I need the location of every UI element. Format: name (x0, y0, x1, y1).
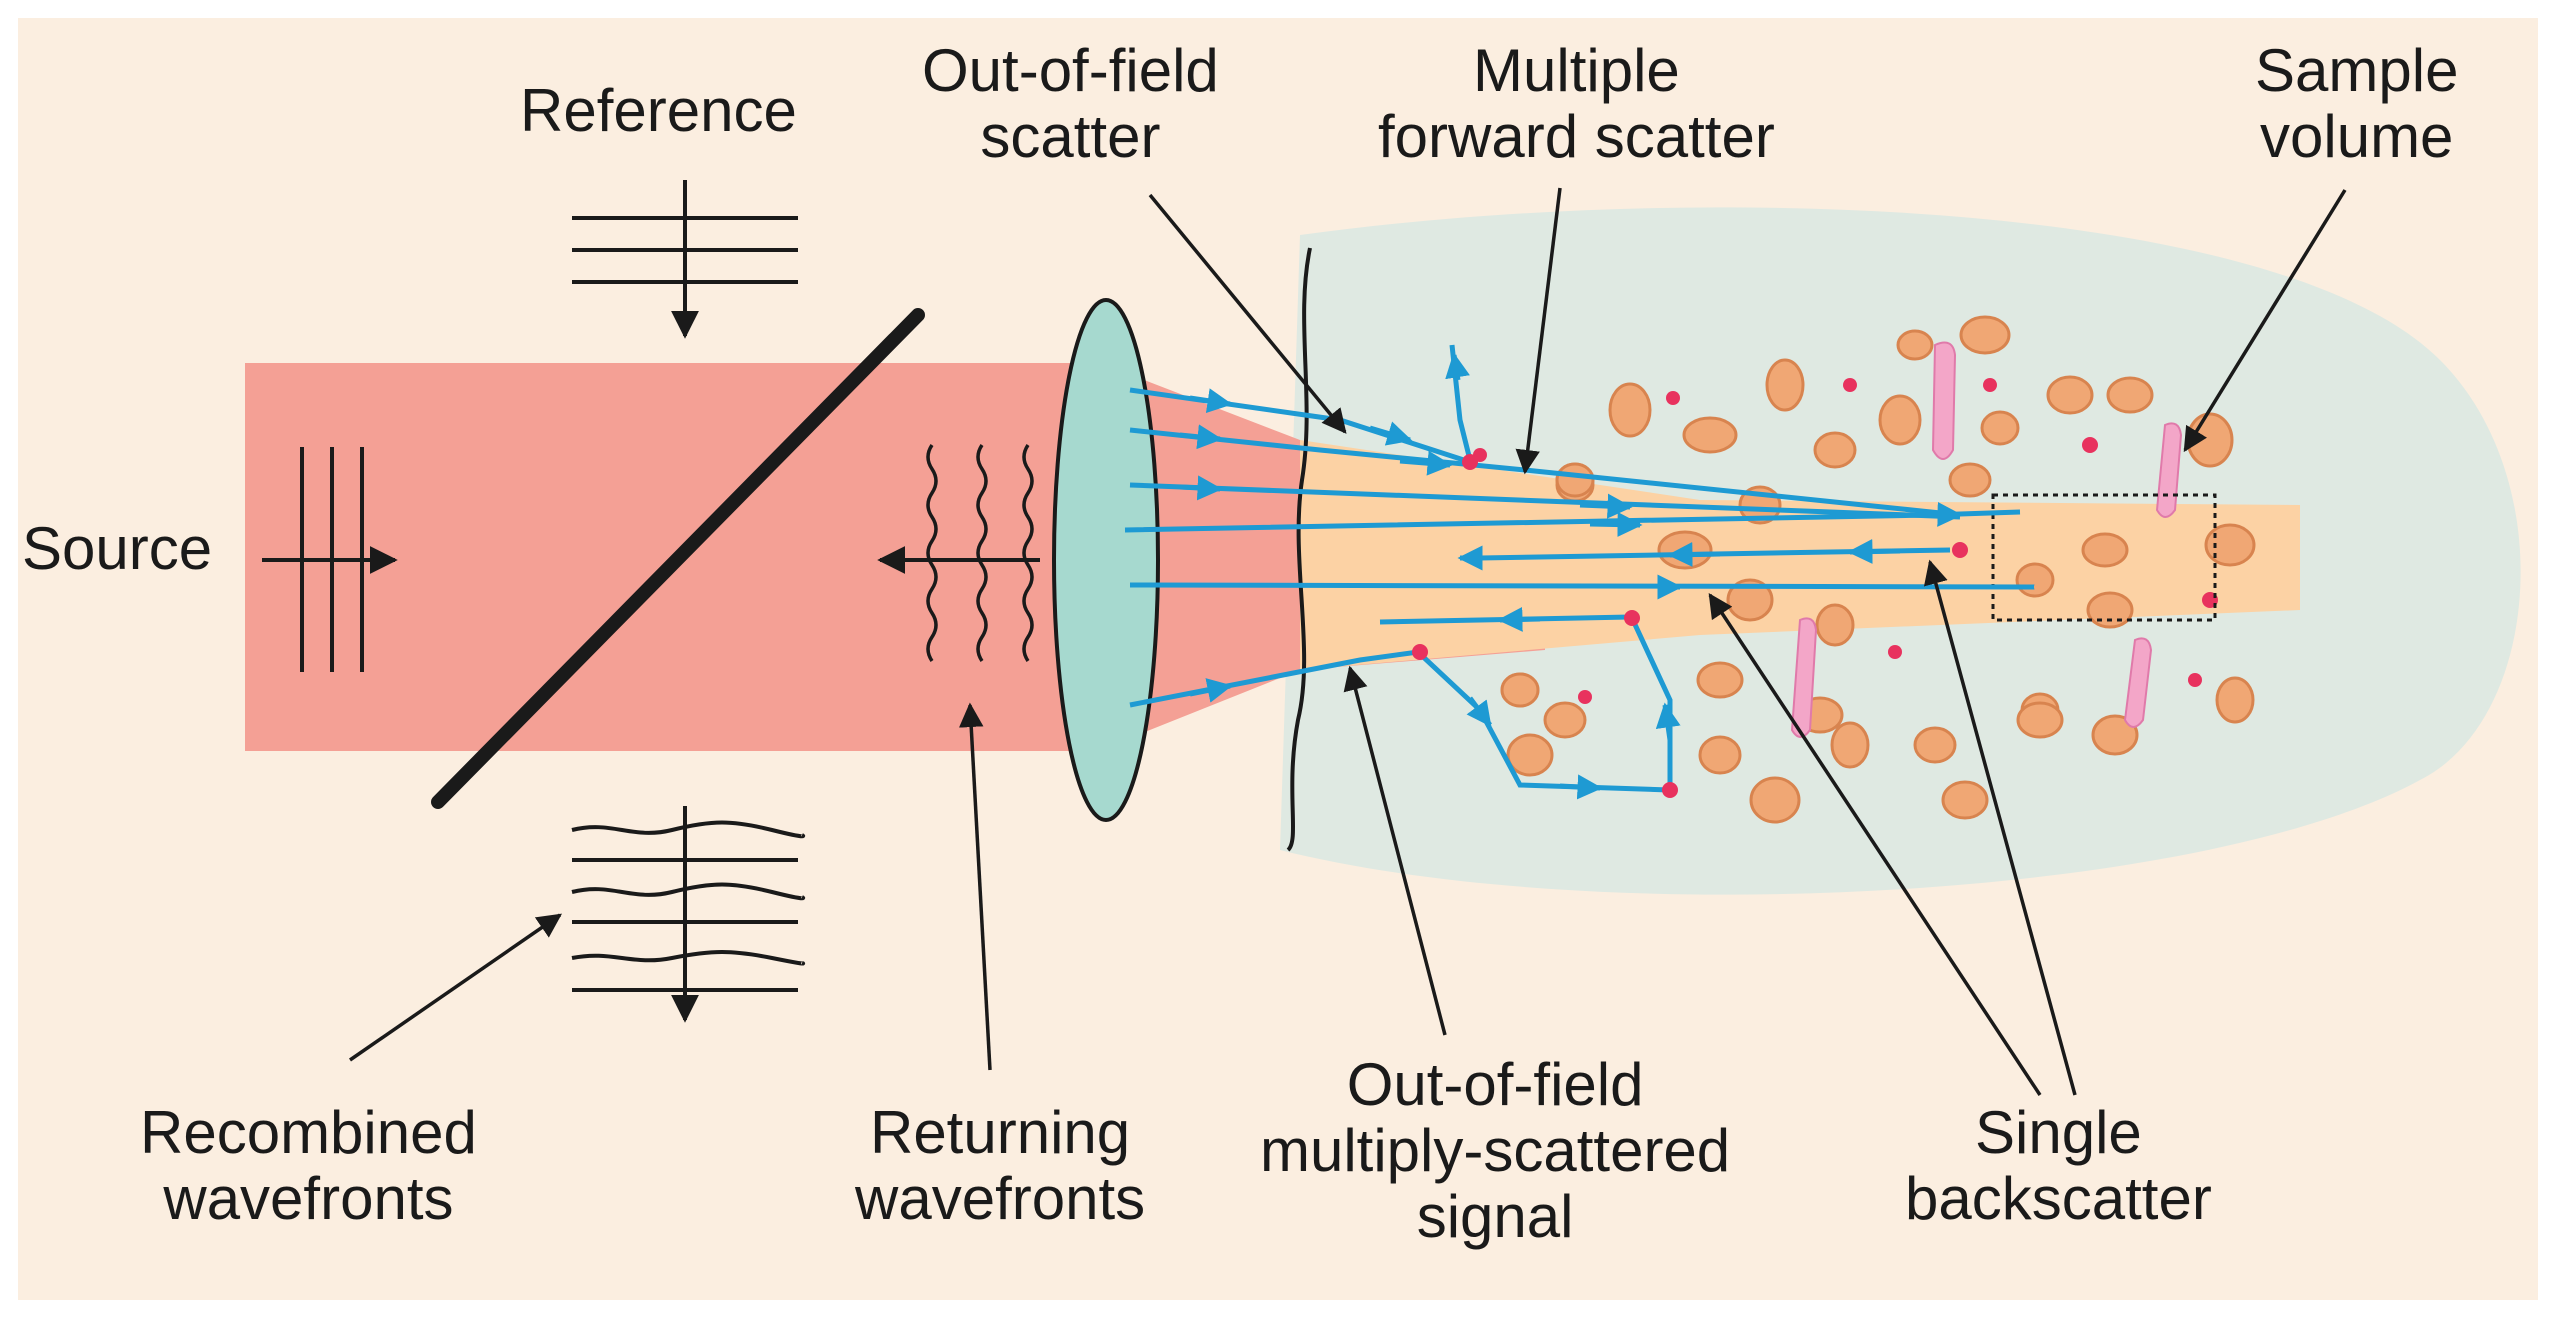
leader-arrows (349, 187, 2347, 1096)
leader-out-of-field-signal (1343, 665, 1447, 1036)
leader-recombined (349, 913, 563, 1062)
label-recombined-wavefronts: Recombined wavefronts (140, 1099, 477, 1232)
label-source: Source (22, 515, 213, 582)
leader-single-backscatter-1 (1708, 592, 2042, 1096)
label-sample-volume: Sample volume (2255, 37, 2459, 170)
leader-out-of-field-scatter (1148, 193, 1347, 434)
label-out-of-field-scatter: Out-of-field scatter (922, 37, 1219, 170)
returning-wavefronts (877, 444, 1040, 662)
label-reference: Reference (520, 77, 797, 144)
label-single-backscatter: Single backscatter (1905, 1099, 2212, 1232)
source-beam (245, 363, 1075, 751)
leader-multiple-forward-scatter (1515, 187, 1562, 475)
leader-returning (958, 702, 992, 1071)
photon-arrowheads (1179, 352, 1963, 800)
leader-single-backscatter-2 (1923, 559, 2077, 1096)
label-multiple-forward-scatter: Multiple forward scatter (1378, 37, 1775, 170)
tissue-dots (1473, 378, 2218, 704)
sample-volume-box (1991, 493, 2217, 622)
tissue-surface (1286, 247, 1312, 852)
label-out-of-field-signal: Out-of-field multiply-scattered signal (1260, 1051, 1731, 1250)
beam-splitter (431, 308, 925, 809)
label-returning-wavefronts: Returning wavefronts (855, 1099, 1146, 1232)
objective-lens (1052, 298, 1160, 822)
reference-wavefronts (572, 180, 798, 339)
source-wavefronts (262, 447, 398, 672)
scatter-events (1412, 454, 2046, 798)
leader-sample-volume (2183, 189, 2347, 453)
recombined-wavefronts (571, 806, 806, 1023)
